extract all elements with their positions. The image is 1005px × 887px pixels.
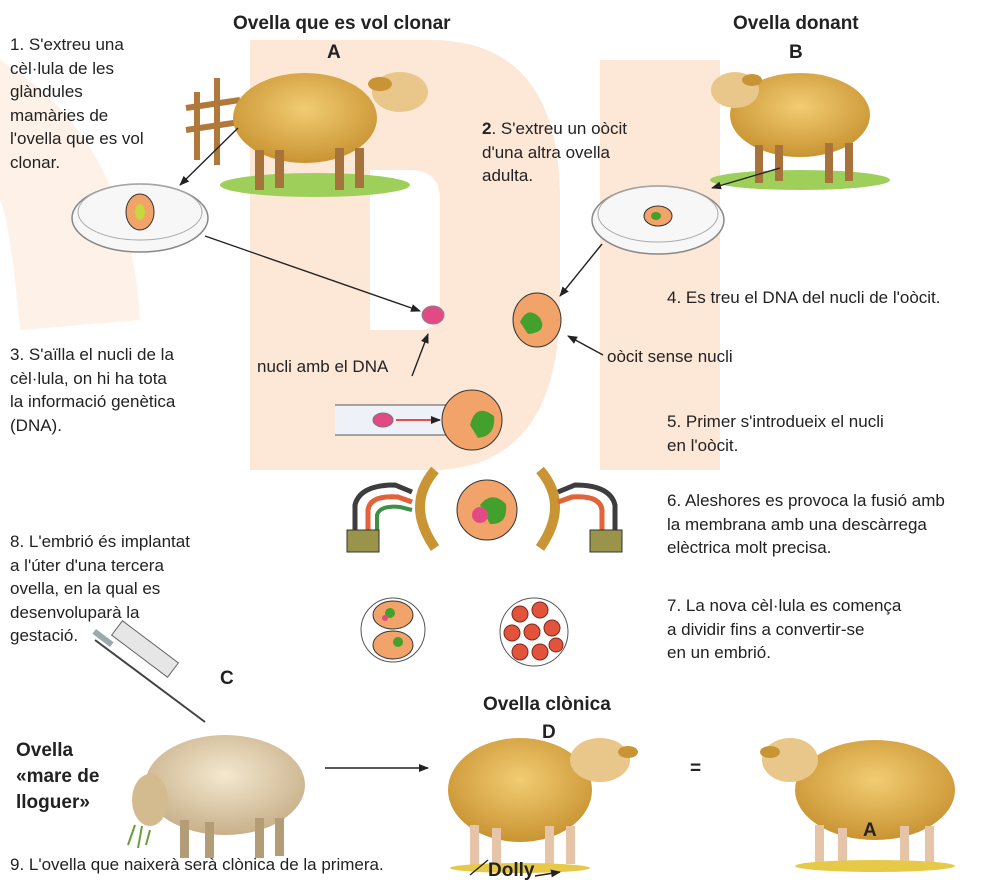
sheep-c-title: Ovella «mare de lloguer» bbox=[16, 738, 99, 816]
sheep-c-illustration bbox=[128, 735, 305, 858]
sheep-d-letter: D bbox=[542, 722, 556, 744]
sheep-b-illustration bbox=[710, 72, 890, 190]
sheep-a-clone-illustration bbox=[760, 738, 955, 872]
oocyte-without-nucleus bbox=[513, 293, 561, 347]
electrofusion-apparatus bbox=[347, 470, 622, 552]
petri-dish-b bbox=[592, 186, 724, 254]
sheep-b-title: Ovella donant bbox=[733, 13, 859, 35]
petri-dish-a bbox=[72, 184, 208, 252]
step-9-text: 9. L'ovella que naixerà serà clònica de … bbox=[10, 853, 384, 877]
clone-letter: A bbox=[863, 820, 877, 842]
oocyte-no-nucleus-label: oòcit sense nucli bbox=[607, 345, 733, 369]
equals-sign: = bbox=[690, 758, 701, 780]
multicell-embryo bbox=[500, 598, 568, 666]
dolly-label: Dolly bbox=[488, 860, 534, 882]
two-cell-embryo bbox=[361, 598, 425, 662]
sheep-b-letter: B bbox=[789, 42, 803, 64]
sheep-a-letter: A bbox=[327, 42, 341, 64]
nucleus-dna-cell bbox=[422, 306, 444, 324]
sheep-a-title: Ovella que es vol clonar bbox=[233, 13, 451, 35]
sheep-c-letter: C bbox=[220, 668, 234, 690]
nucleus-dna-label: nucli amb el DNA bbox=[257, 355, 388, 379]
sheep-d-title: Ovella clònica bbox=[483, 694, 611, 716]
step-4-text: 4. Es treu el DNA del nucli de l'oòcit. bbox=[667, 286, 941, 310]
sheep-d-illustration bbox=[448, 738, 638, 873]
